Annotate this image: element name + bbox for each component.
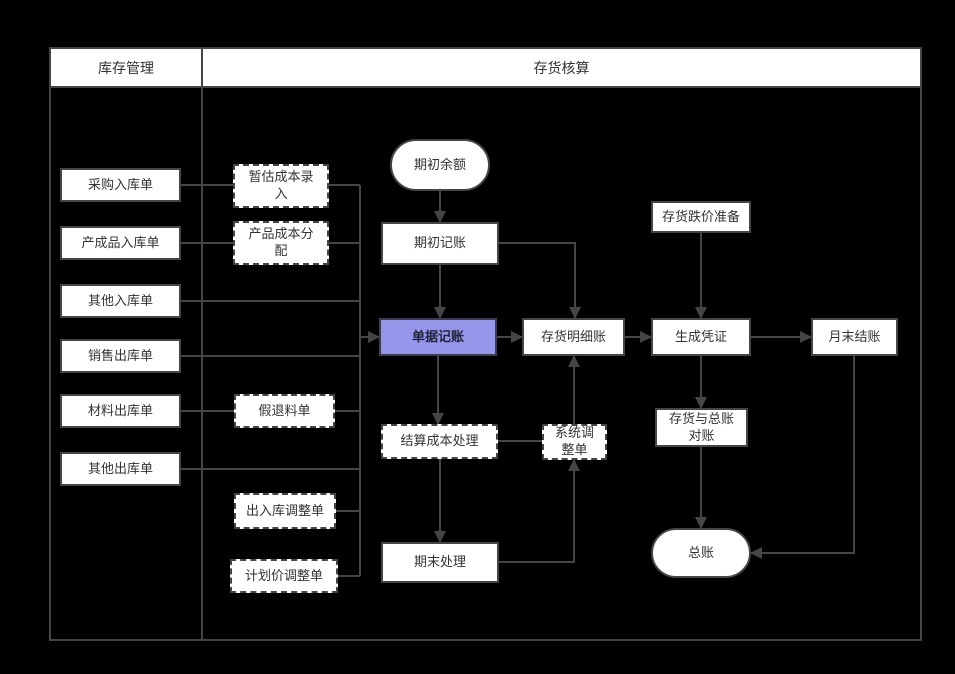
lane-header-inventory-accounting: 存货核算 — [201, 47, 922, 88]
node-product-cost-allocation: 产品成本分 配 — [233, 221, 329, 265]
node-estimated-cost-entry: 暂估成本录 入 — [233, 164, 329, 208]
node-generate-voucher: 生成凭证 — [651, 318, 751, 356]
connector-opening-posting-to-inventory-ledger — [499, 242, 581, 319]
label-line: 存货与总账 — [668, 410, 734, 426]
node-sales-outbound-order: 销售出库单 — [60, 339, 181, 373]
connector-month-close-to-general-ledger — [750, 356, 855, 559]
connector-period-end-to-sys-adjust — [499, 459, 580, 563]
node-inventory-general-ledger-reconciliation: 存货与总账 对账 — [655, 408, 748, 447]
node-inventory-price-decline-reserve: 存货跌价准备 — [651, 201, 751, 233]
node-general-ledger: 总账 — [651, 528, 751, 578]
label-line: 产品成本分 — [248, 226, 314, 242]
node-other-outbound-order: 其他出库单 — [60, 452, 181, 486]
lane-title: 存货核算 — [533, 59, 590, 76]
lane-divider — [201, 86, 203, 641]
node-material-outbound-order: 材料出库单 — [60, 394, 181, 428]
lane-header-inventory-management: 库存管理 — [49, 47, 203, 88]
node-planned-price-adjustment-order: 计划价调整单 — [230, 559, 338, 593]
node-opening-balance: 期初余额 — [390, 139, 490, 191]
node-document-posting: 单据记账 — [379, 318, 497, 356]
node-settlement-cost-processing: 结算成本处理 — [381, 424, 498, 459]
node-other-inbound-order: 其他入库单 — [60, 284, 181, 318]
node-purchase-inbound-order: 采购入库单 — [60, 168, 181, 202]
lane-title: 库存管理 — [98, 59, 154, 76]
label-line: 系统调 — [554, 425, 594, 441]
label-line: 整单 — [561, 442, 588, 457]
label-line: 对账 — [688, 427, 715, 443]
node-opening-posting: 期初记账 — [381, 222, 499, 265]
node-inventory-subledger: 存货明细账 — [522, 318, 625, 356]
label-line: 暂估成本录 — [248, 169, 314, 185]
label-line: 配 — [274, 243, 288, 258]
node-inout-adjustment-order: 出入库调整单 — [234, 493, 336, 529]
node-month-end-closing: 月末结账 — [811, 318, 898, 356]
node-period-end-processing: 期末处理 — [381, 542, 499, 583]
label-line: 入 — [274, 186, 288, 201]
node-system-adjustment-order: 系统调 整单 — [542, 424, 607, 460]
node-finished-product-inbound-order: 产成品入库单 — [60, 226, 181, 260]
node-fake-return-order: 假退料单 — [234, 394, 335, 428]
